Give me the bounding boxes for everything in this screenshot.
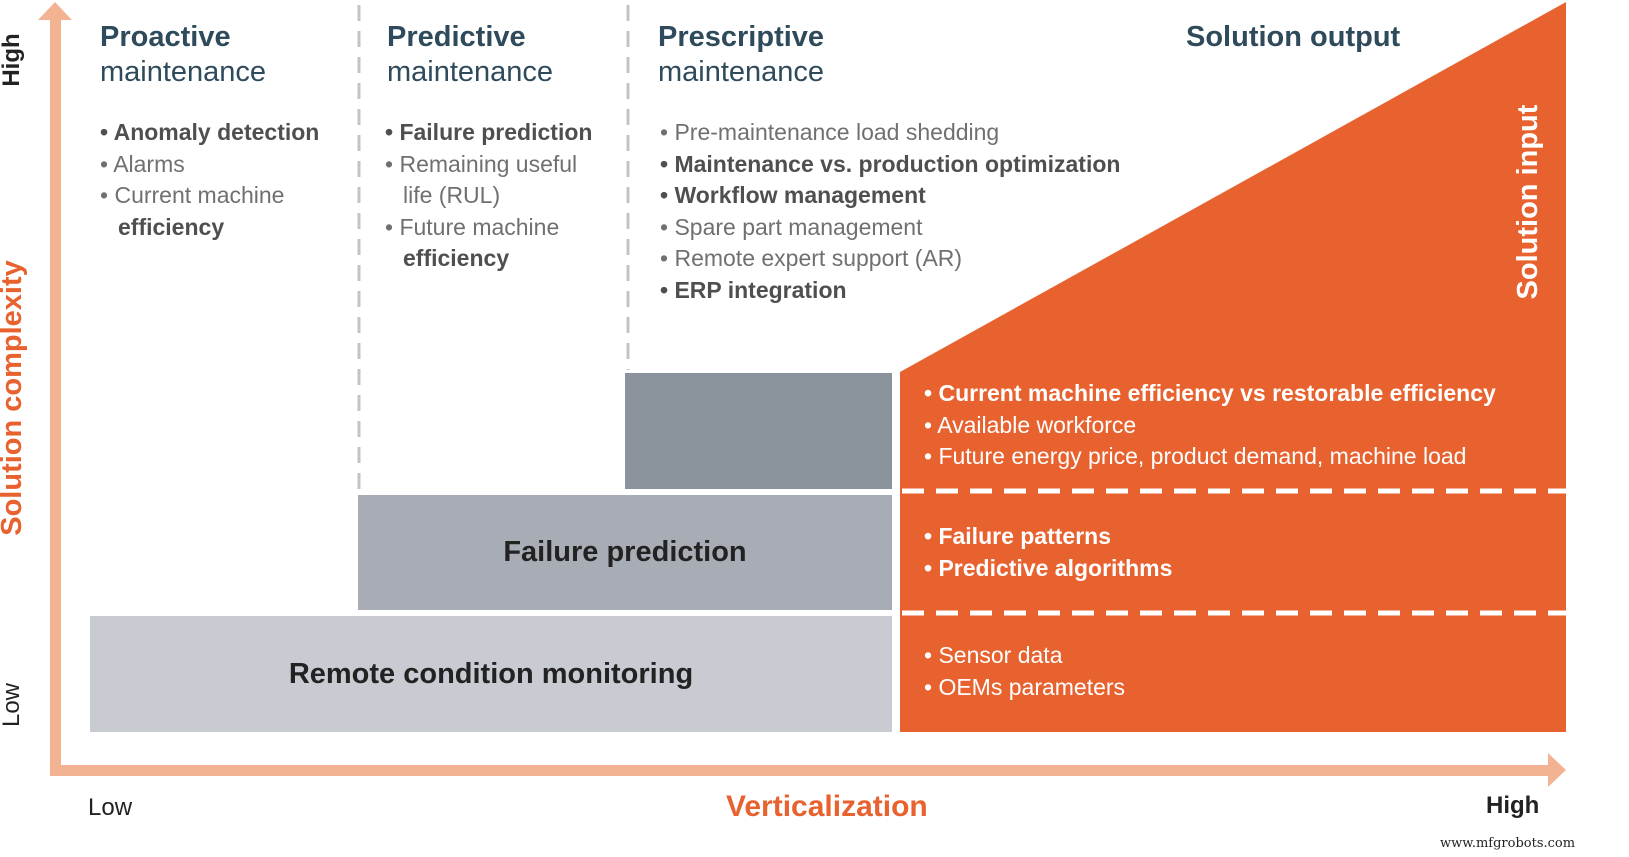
list-item-continuation: efficiency: [403, 245, 510, 271]
list-item: Predictive algorithms: [924, 553, 1172, 585]
list-item-continuation: life (RUL): [403, 182, 501, 208]
y-axis-label: Solution complexity: [0, 260, 28, 536]
x-axis-high: High: [1486, 792, 1540, 819]
x-axis-low: Low: [88, 794, 133, 821]
input-list-monitoring: Sensor data OEMs parameters: [924, 640, 1125, 703]
prescriptive-block: [625, 373, 892, 489]
remote-monitoring-block: [90, 616, 892, 732]
solution-output-label: Solution output: [1186, 21, 1401, 53]
proactive-list: Anomaly detection Alarms Current machine…: [100, 117, 319, 243]
list-item: Pre-maintenance load shedding: [660, 117, 1120, 149]
y-axis-low: Low: [0, 682, 25, 728]
x-axis-label: Verticalization: [726, 790, 928, 823]
list-item: Failure patterns: [924, 521, 1172, 553]
failure-prediction-label: Failure prediction: [503, 536, 747, 568]
y-axis-arrowhead: [38, 2, 72, 20]
list-item: Sensor data: [924, 640, 1125, 672]
list-item: Current machine efficiency vs restorable…: [924, 378, 1495, 410]
list-item: Alarms: [100, 149, 319, 181]
list-item: Remote expert support (AR): [660, 243, 1120, 275]
prescriptive-list: Pre-maintenance load shedding Maintenanc…: [660, 117, 1120, 306]
y-axis-high: High: [0, 33, 25, 87]
predictive-list: Failure prediction Remaining useful life…: [385, 117, 592, 275]
list-item: ERP integration: [660, 275, 1120, 307]
y-axis-arrow: [50, 18, 61, 774]
list-item: Anomaly detection: [100, 117, 320, 149]
solution-input-area: [900, 2, 1566, 732]
list-item: Spare part management: [660, 212, 1120, 244]
list-item: Failure prediction: [385, 117, 592, 149]
list-item: OEMs parameters: [924, 672, 1125, 704]
x-axis-arrowhead: [1548, 753, 1566, 787]
x-axis-arrow: [50, 765, 1550, 776]
list-item: Future machine: [385, 212, 592, 244]
list-item: Remaining useful: [385, 149, 592, 181]
list-item: Maintenance vs. production optimization: [660, 149, 1120, 181]
solution-input-label: Solution input: [1512, 104, 1544, 300]
list-item: Available workforce: [924, 410, 1496, 442]
failure-prediction-block: [358, 495, 892, 610]
input-list-predictive: Failure patterns Predictive algorithms: [924, 521, 1172, 584]
list-item: Current machine: [100, 180, 319, 212]
watermark: www.mfgrobots.com: [1440, 836, 1576, 851]
list-item-continuation: efficiency: [118, 213, 225, 240]
list-item: Future energy price, product demand, mac…: [924, 441, 1496, 473]
list-item: Workflow management: [660, 180, 1120, 212]
remote-monitoring-label: Remote condition monitoring: [288, 657, 694, 690]
input-list-prescriptive: Current machine efficiency vs restorable…: [924, 378, 1496, 473]
